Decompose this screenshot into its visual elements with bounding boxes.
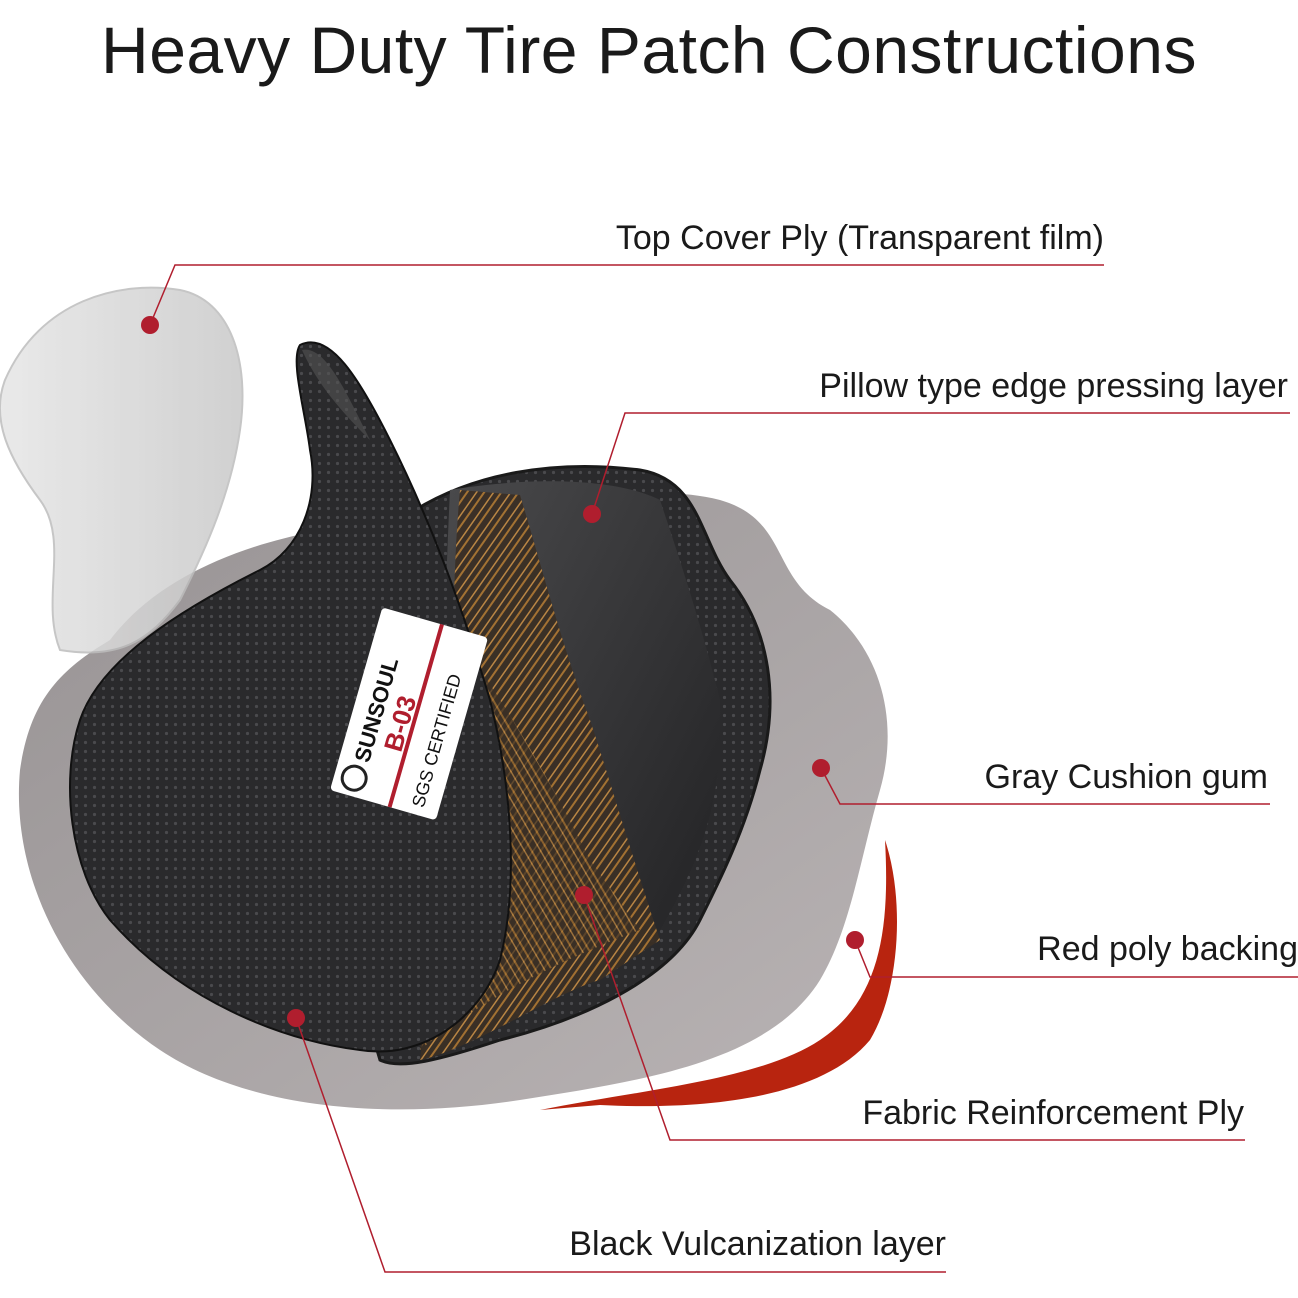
callout-dot-top-cover [141,316,159,334]
label-fabric-reinforcement-ply: Fabric Reinforcement Ply [862,1094,1244,1132]
label-gray-cushion-gum: Gray Cushion gum [984,758,1268,796]
callout-line-pillow [591,412,1290,515]
callout-dot-red [846,931,864,949]
label-black-vulcanization-layer: Black Vulcanization layer [569,1225,946,1263]
callout-lines [149,264,1298,1273]
callout-dot-pillow [583,505,601,523]
black-vulcanization-sheet [69,341,512,1053]
callout-dots [141,316,864,1027]
label-top-cover-ply: Top Cover Ply (Transparent film) [615,219,1104,257]
callout-dot-fabric [575,886,593,904]
callout-line-black [295,1017,946,1273]
page-title: Heavy Duty Tire Patch Constructions [101,13,1197,87]
label-pillow-edge-layer: Pillow type edge pressing layer [819,367,1288,405]
callout-line-red [854,939,1298,978]
callout-line-gray [820,767,1270,805]
callout-line-fabric [583,894,1245,1141]
callout-dot-gray [812,759,830,777]
callout-line-top-cover [149,264,1104,326]
callout-dot-black [287,1009,305,1027]
sheet-highlight [302,349,370,440]
label-red-poly-backing: Red poly backing [1037,930,1298,968]
transparent-film [0,286,244,654]
